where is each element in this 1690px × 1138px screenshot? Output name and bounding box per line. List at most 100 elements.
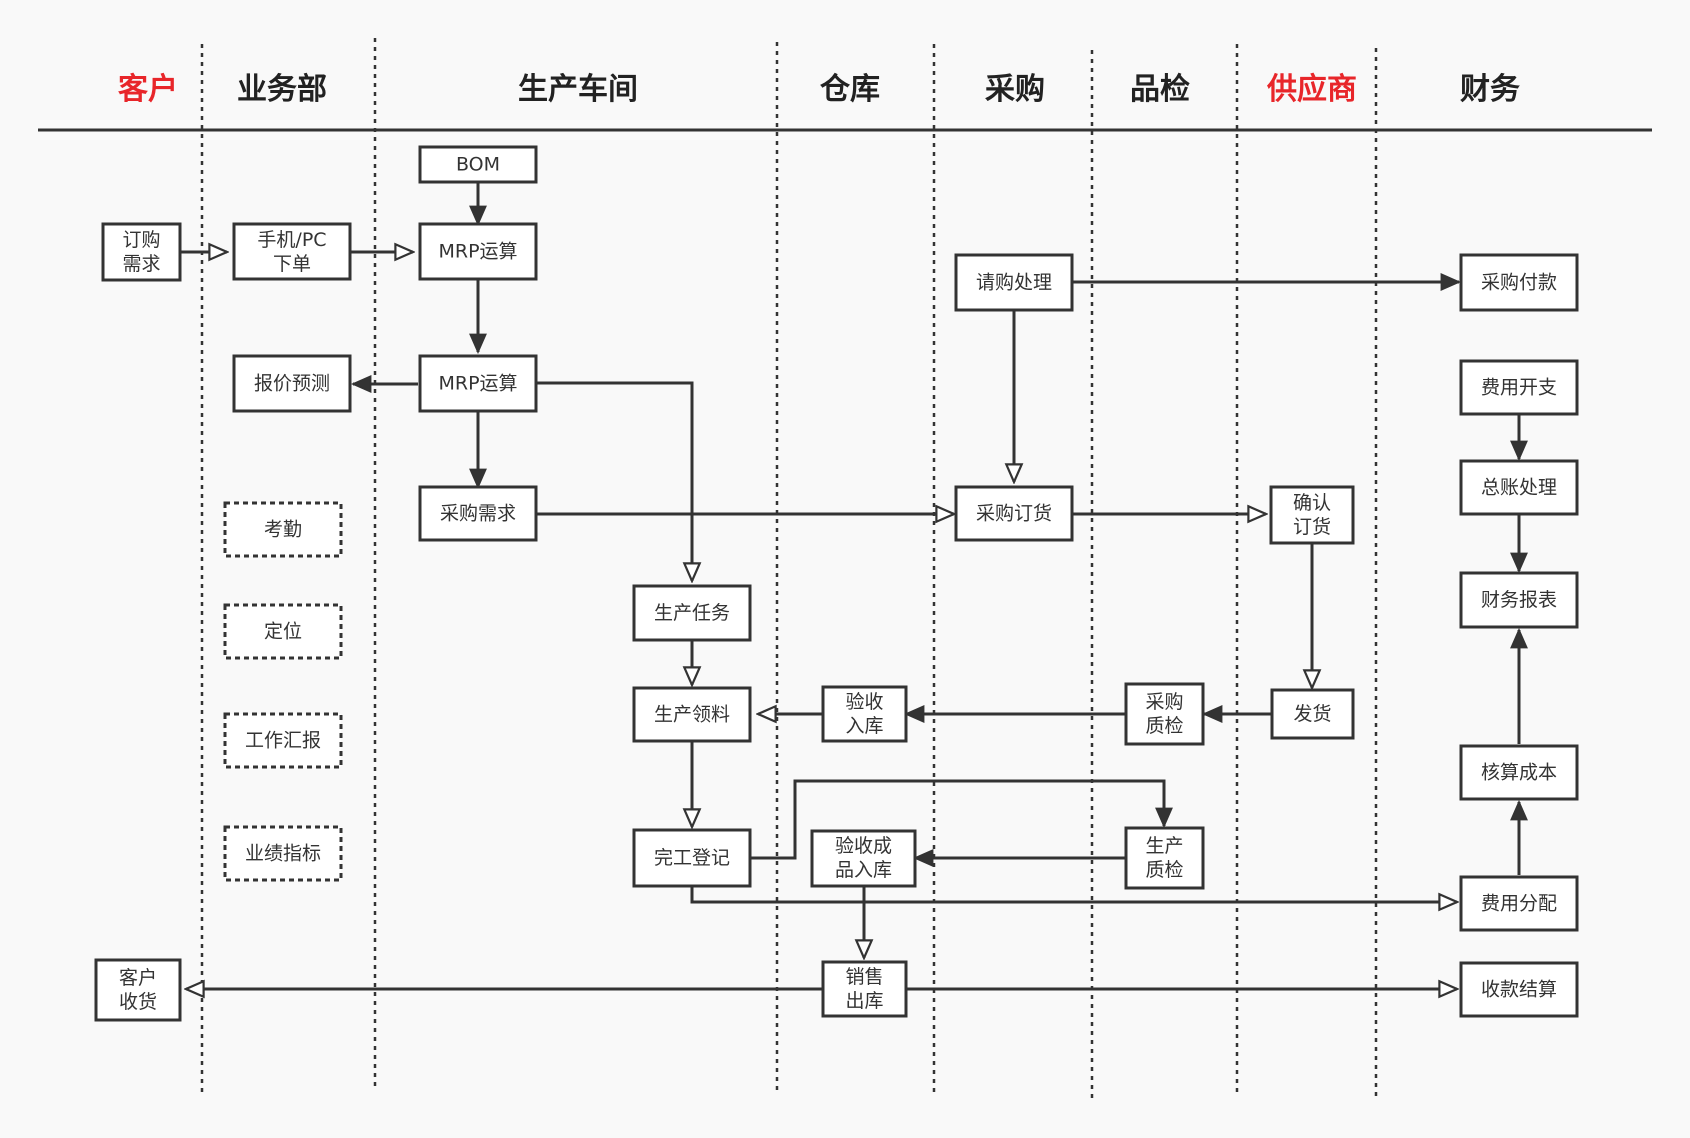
svg-text:采购需求: 采购需求 bbox=[440, 502, 516, 524]
lane-header-purchase: 采购 bbox=[985, 72, 1045, 107]
node-label: 质检 bbox=[1145, 715, 1183, 737]
node-purchase-payment: 采购付款 bbox=[1459, 253, 1579, 312]
svg-text:收款结算: 收款结算 bbox=[1481, 978, 1557, 1000]
node-quote-forecast: 报价预测 bbox=[232, 354, 352, 413]
svg-text:验收: 验收 bbox=[845, 691, 883, 713]
node-label: 下单 bbox=[273, 253, 311, 275]
node-label: MRP运算 bbox=[438, 372, 517, 394]
svg-text:考勤: 考勤 bbox=[264, 518, 302, 540]
node-purchase-demand: 采购需求 bbox=[418, 485, 538, 542]
node-label: 生产任务 bbox=[654, 602, 730, 624]
svg-text:手机/PC: 手机/PC bbox=[257, 229, 326, 251]
svg-text:费用开支: 费用开支 bbox=[1481, 376, 1557, 398]
node-ship: 发货 bbox=[1270, 688, 1355, 740]
svg-text:销售: 销售 bbox=[845, 966, 883, 988]
node-expense-allocation: 费用分配 bbox=[1459, 875, 1579, 932]
svg-text:MRP运算: MRP运算 bbox=[438, 372, 517, 394]
node-completion-register: 完工登记 bbox=[632, 828, 752, 888]
lane-header-finance: 财务 bbox=[1460, 72, 1520, 107]
node-label: 工作汇报 bbox=[245, 729, 321, 751]
node-label: 完工登记 bbox=[654, 847, 730, 869]
node-production-qc: 生产 质检 bbox=[1124, 826, 1205, 890]
svg-text:确认: 确认 bbox=[1293, 492, 1331, 514]
node-label: 费用分配 bbox=[1481, 892, 1557, 914]
node-label: 品入库 bbox=[835, 859, 892, 881]
nodes: BOM 订购 需求 手机/PC 下单 MRP运算 请购处理 采购付款 报价预测 bbox=[94, 145, 1579, 1022]
connector-arrow bbox=[690, 886, 1457, 902]
lane-header-qc: 品检 bbox=[1130, 72, 1190, 107]
node-mrp-2: MRP运算 bbox=[418, 354, 538, 413]
node-label: 考勤 bbox=[264, 518, 302, 540]
svg-text:收货: 收货 bbox=[119, 991, 157, 1013]
svg-text:生产: 生产 bbox=[1145, 835, 1183, 857]
node-expense: 费用开支 bbox=[1459, 359, 1579, 416]
node-work-report: 工作汇报 bbox=[223, 712, 343, 769]
svg-text:费用分配: 费用分配 bbox=[1481, 892, 1557, 914]
svg-text:完工登记: 完工登记 bbox=[654, 847, 730, 869]
node-mobile-order: 手机/PC 下单 bbox=[232, 222, 352, 281]
svg-text:请购处理: 请购处理 bbox=[976, 271, 1052, 293]
node-label: 定位 bbox=[264, 620, 302, 642]
node-purchase-requisition: 请购处理 bbox=[954, 253, 1074, 312]
svg-text:MRP运算: MRP运算 bbox=[438, 240, 517, 262]
lane-header-sales: 业务部 bbox=[237, 72, 327, 107]
svg-text:入库: 入库 bbox=[845, 715, 883, 737]
node-label: 采购 bbox=[1145, 691, 1183, 713]
svg-text:生产领料: 生产领料 bbox=[654, 703, 730, 725]
node-label: 收货 bbox=[119, 991, 157, 1013]
svg-text:品入库: 品入库 bbox=[835, 859, 892, 881]
node-label: 手机/PC bbox=[257, 229, 326, 251]
lane-header-warehouse: 仓库 bbox=[820, 72, 880, 107]
node-label: 请购处理 bbox=[976, 271, 1052, 293]
node-label: 客户 bbox=[119, 967, 157, 989]
node-order-demand: 订购 需求 bbox=[101, 222, 182, 282]
svg-text:业绩指标: 业绩指标 bbox=[245, 842, 321, 864]
lane-headers: 客户 业务部 生产车间 仓库 采购 品检 供应商 财务 bbox=[118, 72, 1520, 107]
node-label: 确认 bbox=[1293, 492, 1331, 514]
connector-arrow bbox=[750, 779, 1173, 860]
node-label: 订货 bbox=[1293, 516, 1331, 538]
svg-text:质检: 质检 bbox=[1145, 859, 1183, 881]
node-label: 采购付款 bbox=[1481, 271, 1557, 293]
lane-header-customer: 客户 bbox=[118, 72, 178, 107]
node-confirm-order: 确认 订货 bbox=[1269, 485, 1355, 545]
svg-text:报价预测: 报价预测 bbox=[254, 372, 330, 394]
svg-text:发货: 发货 bbox=[1293, 703, 1331, 725]
svg-text:采购: 采购 bbox=[1145, 691, 1183, 713]
node-location: 定位 bbox=[223, 603, 343, 660]
svg-text:BOM: BOM bbox=[456, 153, 500, 175]
svg-text:生产任务: 生产任务 bbox=[654, 602, 730, 624]
node-label: 出库 bbox=[845, 990, 883, 1012]
svg-text:下单: 下单 bbox=[273, 253, 311, 275]
node-material-picking: 生产领料 bbox=[632, 686, 752, 743]
node-label: 订购 bbox=[122, 229, 160, 251]
node-label: 验收成 bbox=[835, 835, 892, 857]
node-label: 质检 bbox=[1145, 859, 1183, 881]
svg-text:财务报表: 财务报表 bbox=[1481, 589, 1557, 611]
node-bom: BOM bbox=[418, 145, 538, 184]
node-label: 需求 bbox=[122, 253, 160, 275]
node-label: MRP运算 bbox=[438, 240, 517, 262]
svg-text:核算成本: 核算成本 bbox=[1481, 761, 1557, 783]
svg-text:出库: 出库 bbox=[845, 990, 883, 1012]
connector-arrow bbox=[536, 381, 692, 581]
node-kpi: 业绩指标 bbox=[223, 825, 343, 882]
svg-text:工作汇报: 工作汇报 bbox=[245, 729, 321, 751]
svg-text:质检: 质检 bbox=[1145, 715, 1183, 737]
node-label: 核算成本 bbox=[1481, 761, 1557, 783]
node-purchase-order: 采购订货 bbox=[954, 485, 1074, 542]
svg-text:订货: 订货 bbox=[1293, 516, 1331, 538]
node-accept-in: 验收 入库 bbox=[821, 685, 908, 743]
node-sales-outbound: 销售 出库 bbox=[821, 960, 908, 1018]
svg-text:总账处理: 总账处理 bbox=[1481, 476, 1557, 498]
node-mrp-1: MRP运算 bbox=[418, 222, 538, 281]
lane-header-workshop: 生产车间 bbox=[518, 72, 638, 107]
node-label: 财务报表 bbox=[1481, 589, 1557, 611]
node-customer-receipt: 客户 收货 bbox=[94, 958, 182, 1022]
svg-text:验收成: 验收成 bbox=[835, 835, 892, 857]
node-label: 报价预测 bbox=[254, 372, 330, 394]
lane-header-supplier: 供应商 bbox=[1266, 72, 1357, 107]
node-production-task: 生产任务 bbox=[632, 584, 752, 642]
node-label: 入库 bbox=[845, 715, 883, 737]
